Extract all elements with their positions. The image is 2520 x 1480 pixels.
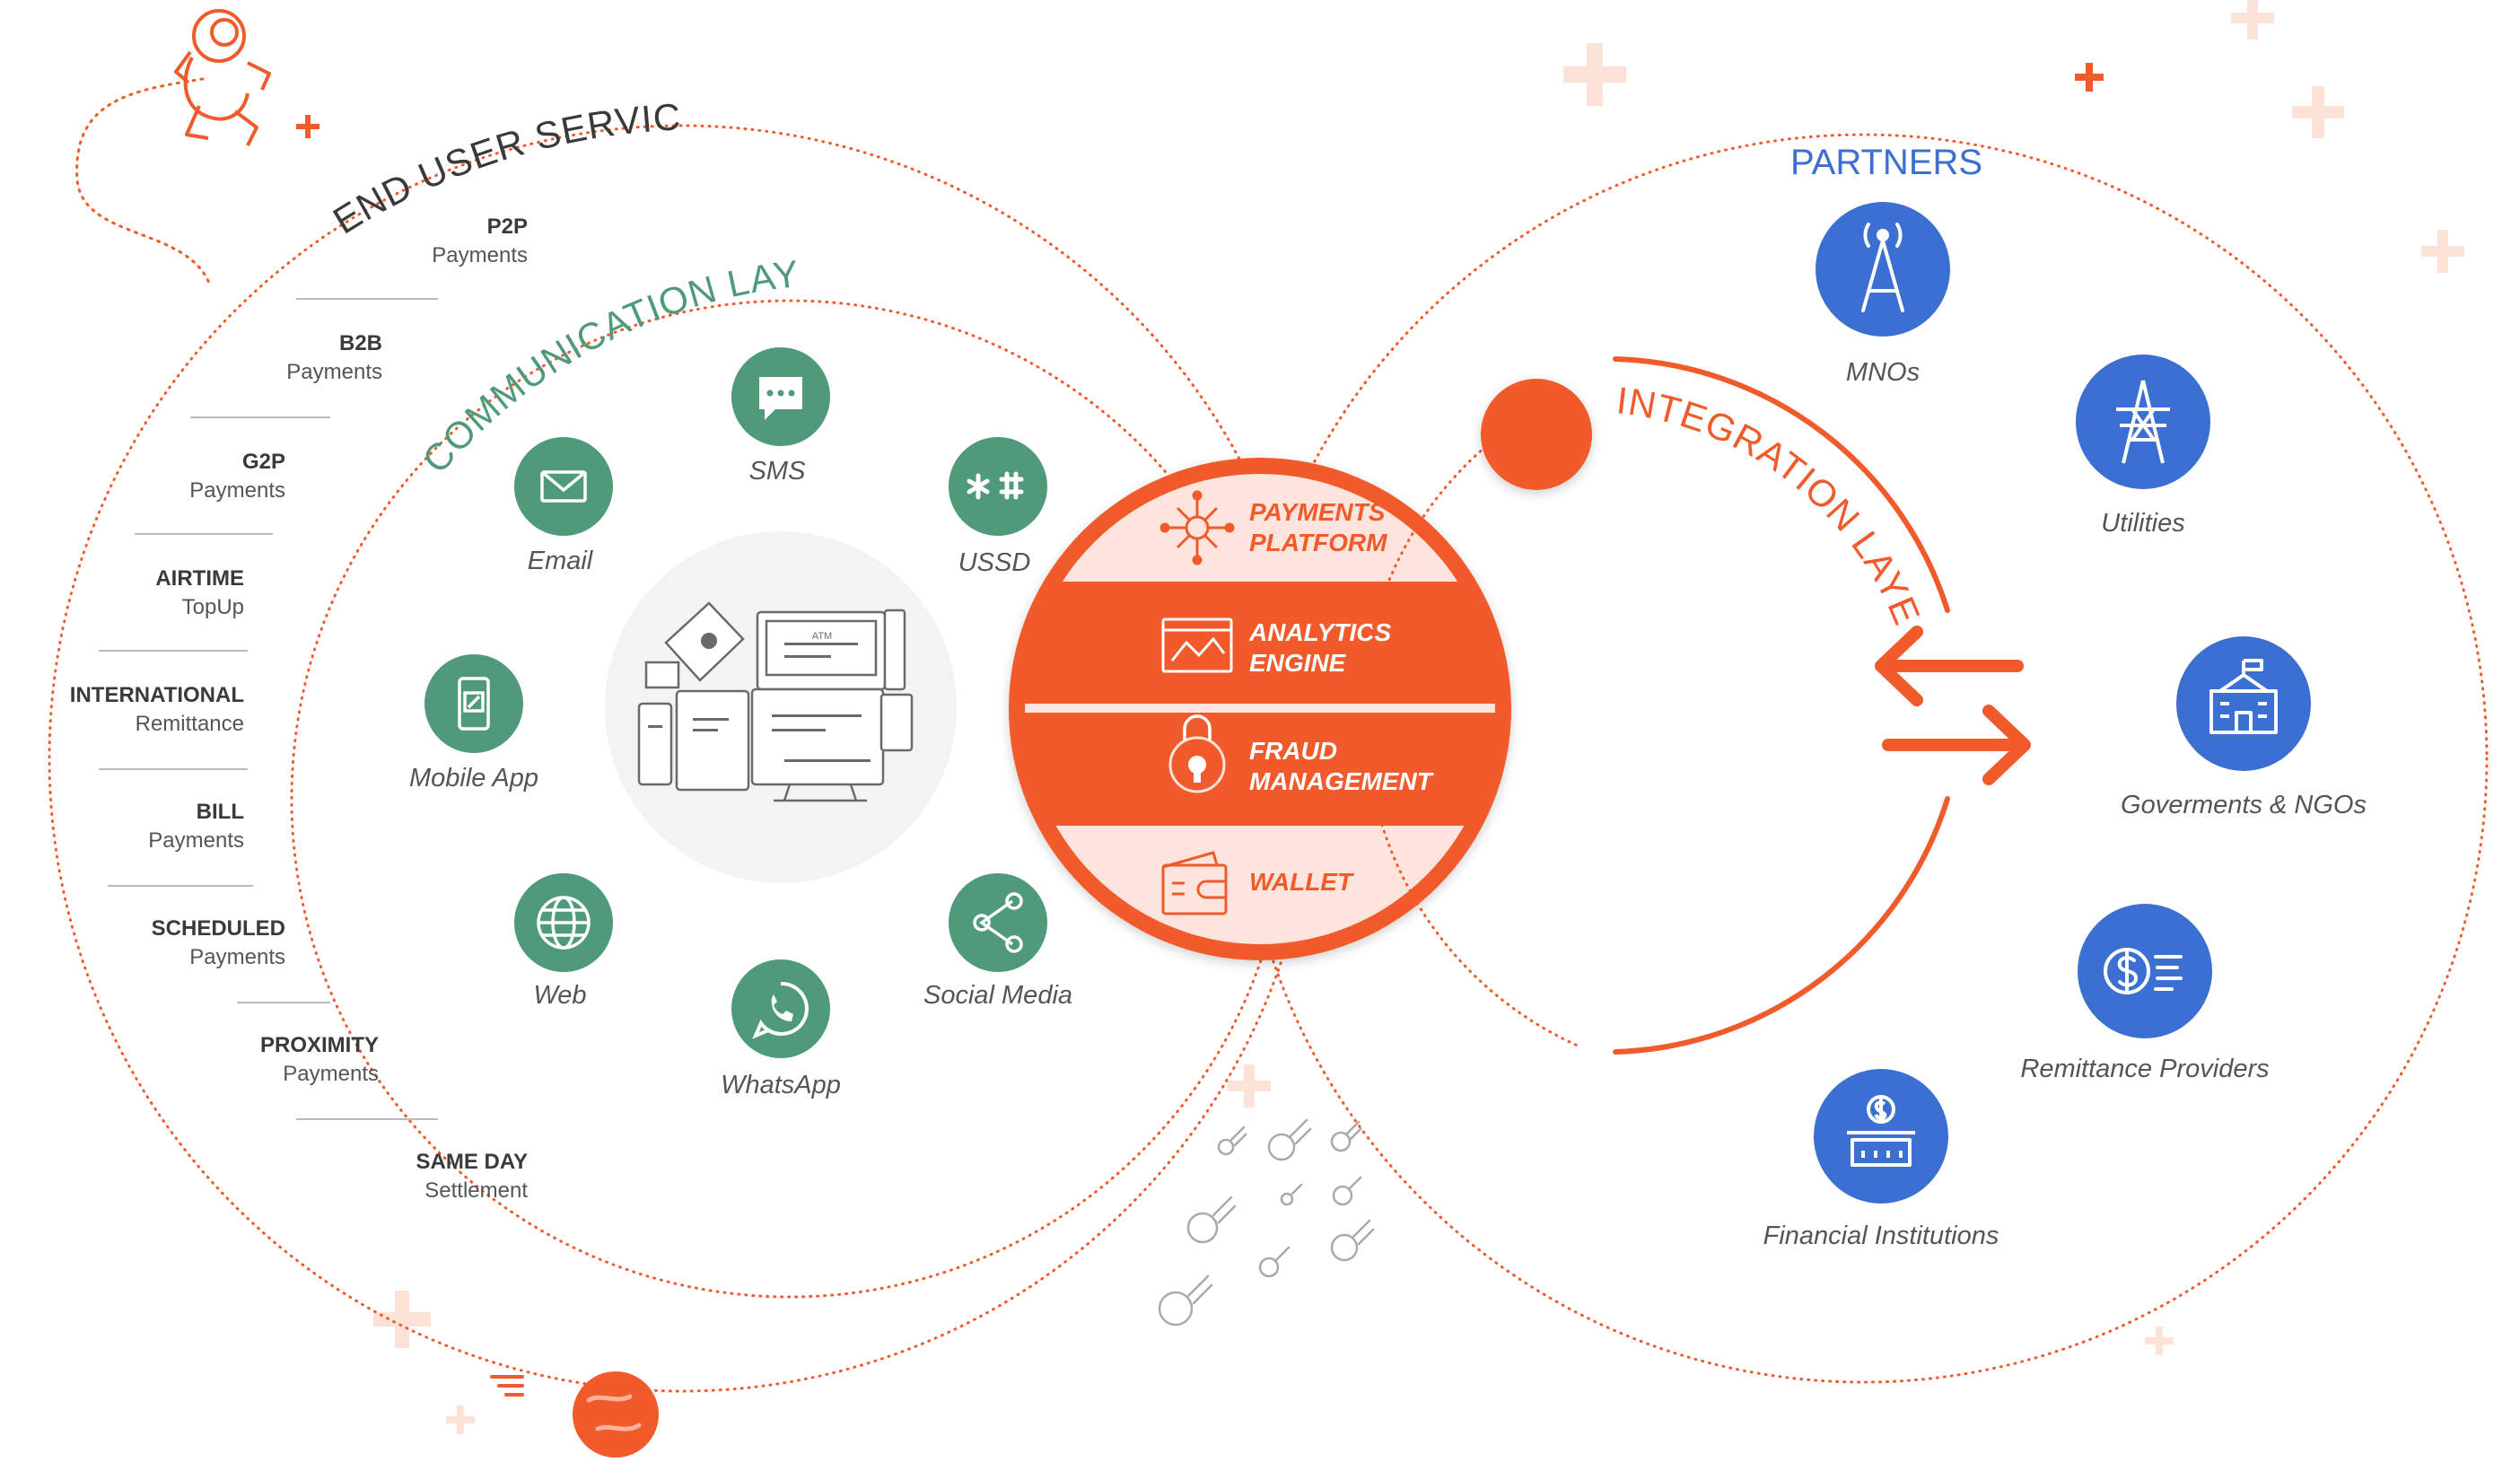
- whatsapp-icon: [752, 981, 809, 1039]
- atm-screen-label: ATM: [812, 631, 832, 642]
- accent-plus-marks: [296, 63, 2104, 138]
- line-chart-icon: [1161, 617, 1233, 673]
- channel-sms[interactable]: SMS: [731, 347, 830, 486]
- service-item-scheduled: SCHEDULED Payments: [152, 916, 330, 1003]
- partner-label: Goverments & NGOs: [2121, 791, 2367, 819]
- exchange-arrows-icon: [1875, 626, 2031, 785]
- government-building-icon: [2209, 659, 2278, 734]
- core-platform: PAYMENTS PLATFORM ANALYTICS ENGINE FRAUD…: [1009, 458, 1511, 960]
- channel-ussd[interactable]: USSD: [949, 437, 1047, 577]
- service-item-airtime: AIRTIME TopUp: [99, 566, 248, 652]
- core-layer-fraud-management[interactable]: FRAUD MANAGEMENT: [1168, 714, 1435, 795]
- core-layer-line1: ANALYTICS: [1248, 618, 1391, 646]
- partner-governments-ngos[interactable]: Goverments & NGOs: [2121, 636, 2367, 819]
- decorative-plus-marks: [373, 0, 2464, 1434]
- astronaut-tether: [75, 77, 212, 287]
- svg-text:Payments: Payments: [283, 1062, 379, 1086]
- svg-text:B2B: B2B: [339, 331, 382, 355]
- devices-illustration: ATM: [605, 531, 957, 883]
- channel-mobile-app[interactable]: Mobile App: [409, 654, 538, 793]
- svg-text:P2P: P2P: [487, 215, 528, 239]
- core-layer-line2: MANAGEMENT: [1249, 767, 1435, 795]
- core-layer-line1: PAYMENTS: [1249, 498, 1386, 526]
- channel-social-media[interactable]: Social Media: [923, 873, 1072, 1010]
- meteor-shower-illustration: [1158, 1118, 1375, 1327]
- end-user-services-title: END USER SERVICES: [0, 0, 682, 242]
- partners-title: PARTNERS: [1790, 143, 1982, 182]
- channel-web[interactable]: Web: [514, 873, 613, 1010]
- partners-list: MNOs Utilities Goverments & NGOs: [1763, 202, 2367, 1250]
- integration-orbit-dot: [1481, 379, 1592, 490]
- svg-text:AIRTIME: AIRTIME: [155, 566, 244, 591]
- planet-illustration: [490, 1371, 659, 1458]
- end-user-services-list: P2P Payments B2B Payments G2P Payments A…: [70, 215, 529, 1203]
- cell-tower-icon: [1861, 223, 1904, 312]
- chat-bubble-icon: [759, 377, 802, 420]
- service-item-g2p: G2P Payments: [135, 450, 285, 535]
- partner-financial-institutions[interactable]: Financial Institutions: [1763, 1069, 1999, 1250]
- core-layer-analytics-engine[interactable]: ANALYTICS ENGINE: [1161, 617, 1391, 677]
- smartphone-icon: [458, 677, 490, 731]
- ussd-code-icon: [967, 471, 1024, 500]
- partner-remittance-providers[interactable]: Remittance Providers: [2020, 904, 2270, 1083]
- service-item-proximity: PROXIMITY Payments: [260, 1033, 438, 1120]
- channel-email[interactable]: Email: [514, 437, 613, 575]
- communication-channels: Email SMS USSD: [409, 347, 1072, 1099]
- astronaut-illustration: [174, 9, 271, 146]
- channel-label: Web: [533, 981, 586, 1010]
- network-hub-icon: [1159, 490, 1235, 565]
- svg-text:Remittance: Remittance: [136, 712, 244, 736]
- partner-mnos[interactable]: MNOs: [1816, 202, 1950, 387]
- service-item-international: INTERNATIONAL Remittance: [70, 683, 248, 770]
- channel-label: Email: [528, 547, 594, 575]
- service-item-b2b: B2B Payments: [190, 331, 382, 418]
- partner-label: Remittance Providers: [2020, 1055, 2269, 1083]
- svg-text:SAME DAY: SAME DAY: [416, 1150, 528, 1174]
- svg-text:TopUp: TopUp: [182, 595, 244, 619]
- core-layer-line1: FRAUD: [1249, 737, 1337, 765]
- core-layer-payments-platform[interactable]: PAYMENTS PLATFORM: [1159, 490, 1387, 565]
- channel-label: Social Media: [923, 981, 1072, 1010]
- integration-layer-title: INTEGRATION LAYER: [0, 0, 1929, 631]
- service-item-p2p: P2P Payments: [296, 215, 528, 300]
- partner-label: Utilities: [2101, 509, 2184, 538]
- core-layer-line1: WALLET: [1249, 868, 1355, 896]
- svg-text:Payments: Payments: [148, 828, 244, 853]
- svg-text:Payments: Payments: [286, 360, 382, 384]
- svg-text:G2P: G2P: [242, 450, 285, 474]
- channel-label: SMS: [749, 457, 807, 486]
- lock-icon: [1168, 714, 1226, 793]
- channel-label: WhatsApp: [721, 1071, 841, 1099]
- partner-label: Financial Institutions: [1763, 1222, 1999, 1250]
- globe-icon: [537, 896, 591, 950]
- channel-label: USSD: [958, 548, 1031, 577]
- envelope-icon: [540, 470, 587, 503]
- power-pylon-icon: [2116, 380, 2170, 464]
- svg-text:Payments: Payments: [432, 243, 528, 267]
- core-layer-line2: ENGINE: [1249, 649, 1347, 677]
- svg-text:INTERNATIONAL: INTERNATIONAL: [70, 683, 244, 707]
- svg-text:Payments: Payments: [189, 478, 285, 503]
- svg-text:PROXIMITY: PROXIMITY: [260, 1033, 379, 1057]
- bank-icon: [1847, 1095, 1915, 1167]
- communication-layer-title: COMMUNICATION LAYER: [0, 0, 801, 481]
- integration-layer: [1371, 356, 1950, 1055]
- share-icon: [973, 892, 1023, 953]
- svg-text:Settlement: Settlement: [424, 1178, 528, 1203]
- core-layer-wallet[interactable]: WALLET: [1161, 851, 1355, 915]
- core-layer-line2: PLATFORM: [1249, 529, 1387, 556]
- partner-utilities[interactable]: Utilities: [2076, 355, 2210, 538]
- service-item-bill: BILL Payments: [108, 800, 253, 887]
- channel-label: Mobile App: [409, 764, 538, 793]
- service-item-same-day: SAME DAY Settlement: [416, 1150, 529, 1203]
- channel-whatsapp[interactable]: WhatsApp: [721, 959, 841, 1099]
- money-transfer-icon: [2104, 948, 2183, 994]
- svg-text:BILL: BILL: [197, 800, 244, 824]
- partner-label: MNOs: [1846, 358, 1920, 387]
- svg-text:Payments: Payments: [189, 945, 285, 969]
- wallet-icon: [1161, 851, 1228, 915]
- svg-text:SCHEDULED: SCHEDULED: [152, 916, 285, 941]
